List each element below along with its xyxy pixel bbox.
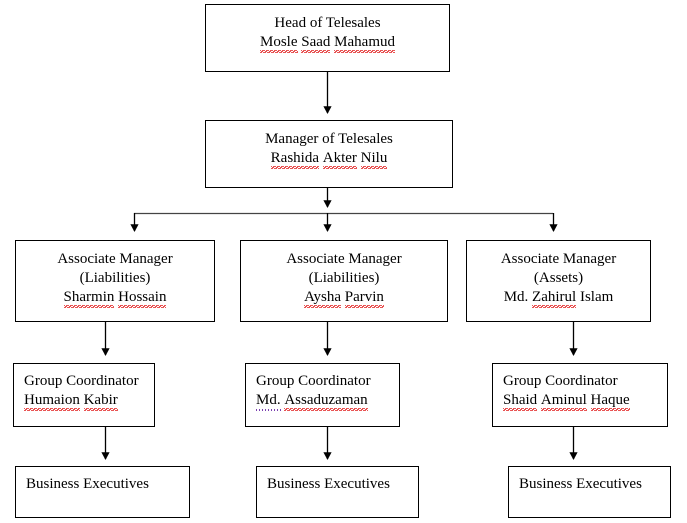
spellcheck-token: Humaion xyxy=(24,391,80,411)
node-gc1-title: Group Coordinator xyxy=(24,373,139,389)
spellcheck-token: Nilu xyxy=(360,149,388,169)
spellcheck-token: Mosle xyxy=(260,33,298,53)
node-be3-title: Business Executives xyxy=(519,476,642,492)
node-associate-manager-liabilities-1[interactable]: Associate Manager (Liabilities) Sharmin … xyxy=(15,240,215,322)
node-business-executives-3[interactable]: Business Executives xyxy=(508,466,671,518)
node-manager-person: Rashida Akter Nilu xyxy=(206,149,452,169)
grammar-token: Md. xyxy=(256,391,281,411)
spellcheck-token: Akter xyxy=(322,149,357,169)
spellcheck-token: Hossain xyxy=(118,288,167,308)
node-manager-title: Manager of Telesales xyxy=(265,131,393,147)
node-am3-person: Md. Zahirul Islam xyxy=(467,288,650,308)
node-head-title: Head of Telesales xyxy=(274,15,381,31)
name-token: Islam xyxy=(579,289,614,305)
node-am1-title: Associate Manager xyxy=(57,251,173,267)
node-am2-qualifier: (Liabilities) xyxy=(308,270,380,286)
spellcheck-token: Aminul xyxy=(540,391,587,411)
spellcheck-token: Rashida xyxy=(270,149,319,169)
node-am3-title: Associate Manager xyxy=(500,251,617,267)
spellcheck-token: Aysha xyxy=(304,288,342,308)
node-gc2-title: Group Coordinator xyxy=(256,373,371,389)
node-am1-qualifier: (Liabilities) xyxy=(79,270,151,286)
node-associate-manager-liabilities-2[interactable]: Associate Manager (Liabilities) Aysha Pa… xyxy=(240,240,448,322)
node-gc3-title: Group Coordinator xyxy=(503,373,618,389)
node-head-of-telesales[interactable]: Head of Telesales Mosle Saad Mahamud xyxy=(205,4,450,72)
spellcheck-token: Saad xyxy=(301,33,331,53)
node-gc2-person: Md. Assaduzaman xyxy=(256,391,399,411)
node-head-person: Mosle Saad Mahamud xyxy=(206,33,449,53)
spellcheck-token: Parvin xyxy=(344,288,384,308)
name-prefix: Md. xyxy=(503,289,529,305)
node-associate-manager-assets[interactable]: Associate Manager (Assets) Md. Zahirul I… xyxy=(466,240,651,322)
node-group-coordinator-1[interactable]: Group Coordinator Humaion Kabir xyxy=(13,363,155,427)
node-am2-title: Associate Manager xyxy=(286,251,402,267)
node-gc3-person: Shaid Aminul Haque xyxy=(503,391,667,411)
spellcheck-token: Sharmin xyxy=(63,288,115,308)
spellcheck-token: Shaid xyxy=(503,391,538,411)
spellcheck-token: Zahirul xyxy=(532,288,577,308)
node-group-coordinator-2[interactable]: Group Coordinator Md. Assaduzaman xyxy=(245,363,400,427)
spellcheck-token: Assaduzaman xyxy=(284,391,368,411)
node-manager-of-telesales[interactable]: Manager of Telesales Rashida Akter Nilu xyxy=(205,120,453,188)
node-am1-person: Sharmin Hossain xyxy=(16,288,214,308)
node-am2-person: Aysha Parvin xyxy=(241,288,447,308)
spellcheck-token: Mahamud xyxy=(334,33,395,53)
node-be1-title: Business Executives xyxy=(26,476,149,492)
node-gc1-person: Humaion Kabir xyxy=(24,391,154,411)
node-business-executives-1[interactable]: Business Executives xyxy=(15,466,190,518)
node-be2-title: Business Executives xyxy=(267,476,390,492)
node-business-executives-2[interactable]: Business Executives xyxy=(256,466,419,518)
node-am3-qualifier: (Assets) xyxy=(533,270,584,286)
spellcheck-token: Haque xyxy=(590,391,630,411)
node-group-coordinator-3[interactable]: Group Coordinator Shaid Aminul Haque xyxy=(492,363,668,427)
spellcheck-token: Kabir xyxy=(83,391,118,411)
